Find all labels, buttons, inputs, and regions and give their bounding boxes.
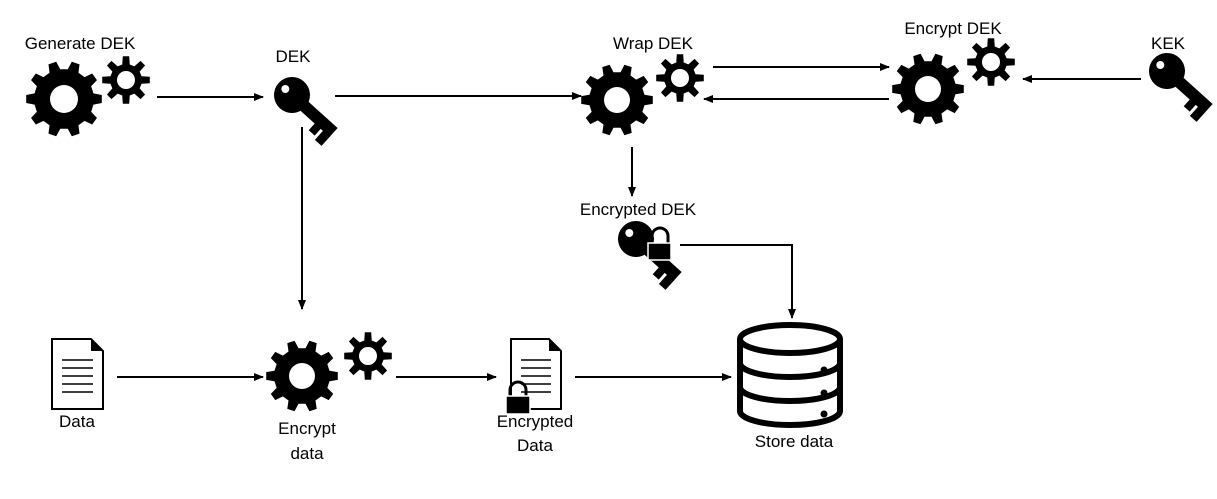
encrypted-data-label-line1: Encrypted [497,412,574,431]
wrap-dek-label: Wrap DEK [613,34,694,53]
encrypt-data-gears-icon [266,332,392,412]
data-label: Data [59,412,95,431]
encrypted-dek-locked-key-icon [618,221,682,290]
encrypted-dek-label: Encrypted DEK [580,200,697,219]
generate-dek-gears-icon [26,56,150,137]
encrypt-data-label-line2: data [290,444,324,463]
encrypt-dek-label: Encrypt DEK [904,19,1002,38]
encrypted-data-label-line2: Data [517,436,553,455]
generate-dek-label: Generate DEK [25,34,136,53]
kek-key-icon [1149,53,1213,122]
dek-key-icon [274,77,338,146]
encrypt-data-label-line1: Encrypt [278,419,336,438]
encrypt-dek-gears-icon [892,38,1015,125]
data-document-icon [51,338,104,410]
kek-label: KEK [1151,34,1186,53]
encrypted-data-locked-document-icon [505,338,562,415]
arrow-encrypted-dek-to-store [680,244,796,319]
wrap-dek-gears-icon [581,54,704,136]
store-data-database-icon [737,322,843,428]
dek-label: DEK [276,47,312,66]
store-data-label: Store data [755,432,834,451]
